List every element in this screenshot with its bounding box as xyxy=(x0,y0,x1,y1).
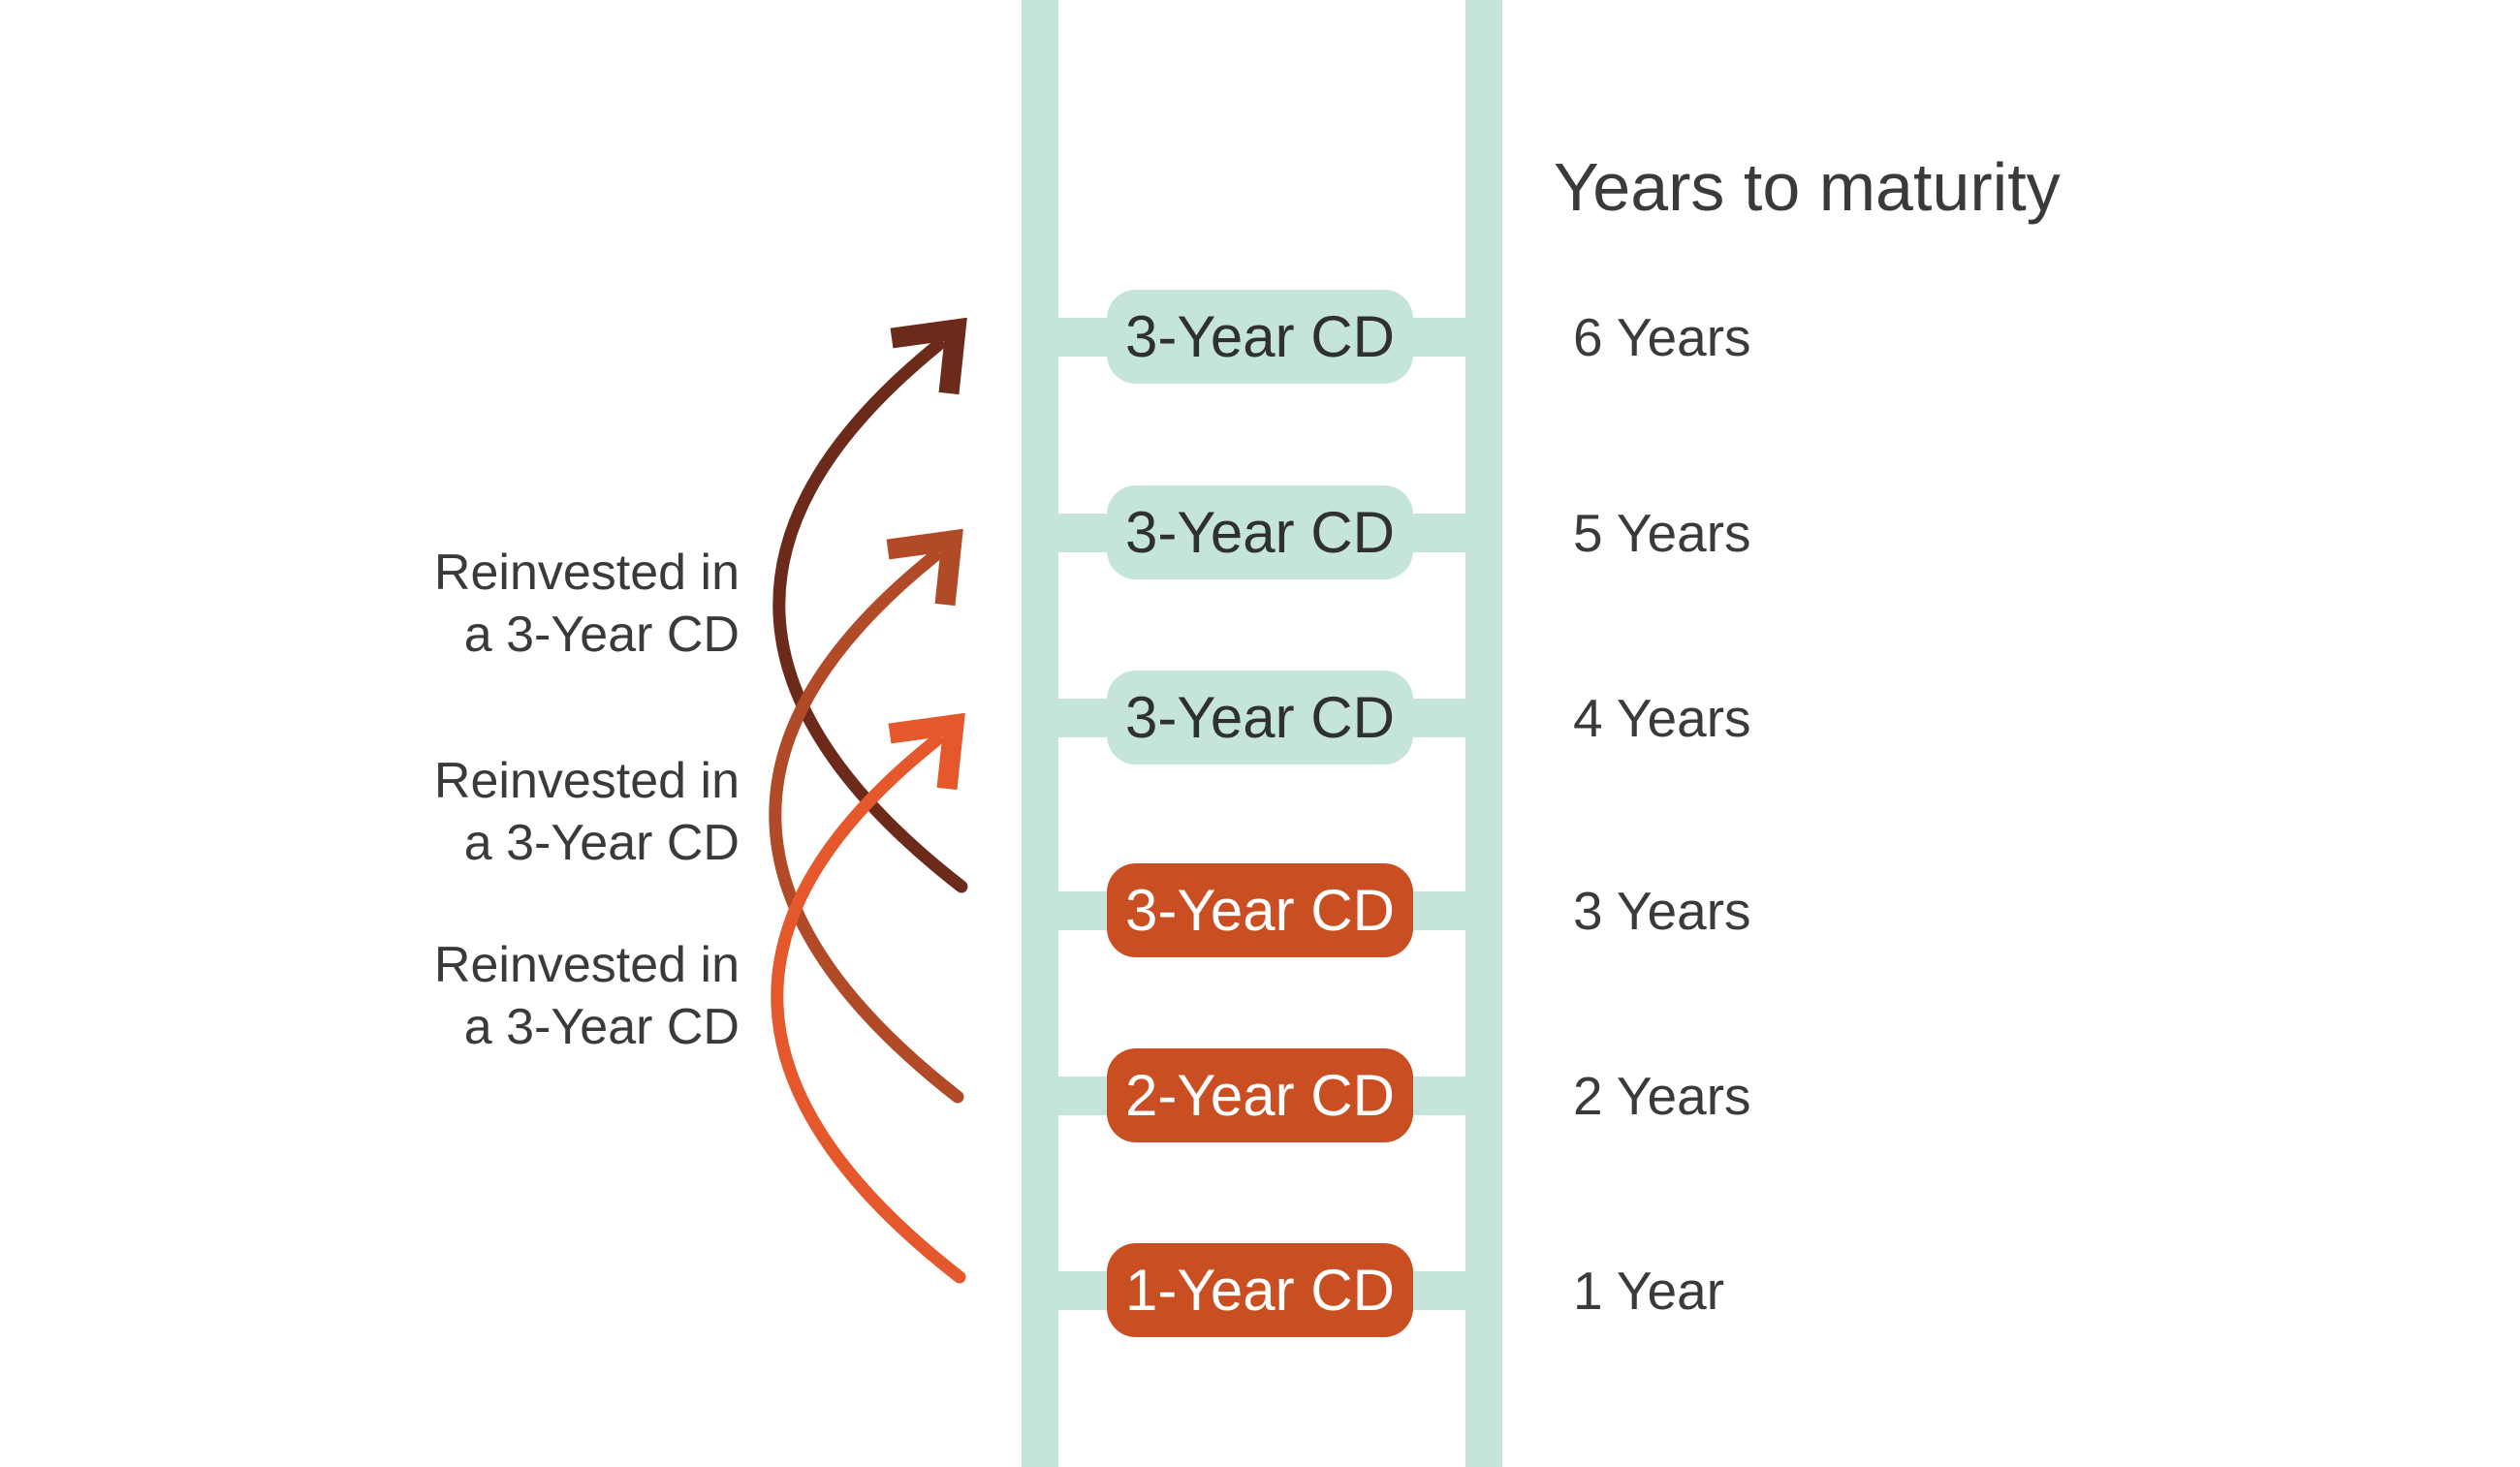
cd-pill-label: 3-Year CD xyxy=(1125,499,1395,565)
annotation-line: Reinvested in xyxy=(433,937,740,993)
ladder-left-rail xyxy=(1022,0,1058,1467)
cd-pill-label: 3-Year CD xyxy=(1125,303,1395,369)
arrow-3y-to-6y xyxy=(772,317,968,893)
cd-pill-4y: 3-Year CD xyxy=(1107,671,1413,765)
cd-pill-3y: 3-Year CD xyxy=(1107,863,1413,957)
maturity-label-3y: 3 Years xyxy=(1573,881,1751,941)
cd-pill-label: 3-Year CD xyxy=(1125,877,1395,943)
maturity-label-4y: 4 Years xyxy=(1573,688,1751,748)
cd-pill-6y: 3-Year CD xyxy=(1107,290,1413,384)
cd-pill-5y: 3-Year CD xyxy=(1107,485,1413,579)
maturity-label-1y: 1 Year xyxy=(1573,1261,1725,1321)
cd-pill-label: 1-Year CD xyxy=(1125,1257,1395,1323)
annotation-line: a 3-Year CD xyxy=(463,815,740,871)
cd-pill-2y: 2-Year CD xyxy=(1107,1048,1413,1142)
annotation-line: a 3-Year CD xyxy=(463,607,740,663)
annotation-line: a 3-Year CD xyxy=(463,999,740,1055)
reinvested-annotation-3: Reinvested in a 3-Year CD xyxy=(426,934,740,1058)
maturity-label-6y: 6 Years xyxy=(1573,307,1751,367)
reinvested-annotation-2: Reinvested in a 3-Year CD xyxy=(426,750,740,874)
cd-pill-label: 2-Year CD xyxy=(1125,1062,1395,1128)
arrow-2y-to-5y xyxy=(769,528,964,1104)
arrow-1y-to-4y xyxy=(771,712,966,1284)
years-to-maturity-title: Years to maturity xyxy=(1554,149,2061,225)
cd-pill-label: 3-Year CD xyxy=(1125,684,1395,750)
reinvested-annotation-1: Reinvested in a 3-Year CD xyxy=(426,542,740,666)
ladder-right-rail xyxy=(1465,0,1502,1467)
cd-pill-1y: 1-Year CD xyxy=(1107,1243,1413,1337)
maturity-label-5y: 5 Years xyxy=(1573,503,1751,563)
annotation-line: Reinvested in xyxy=(433,545,740,601)
annotation-line: Reinvested in xyxy=(433,753,740,809)
maturity-label-2y: 2 Years xyxy=(1573,1066,1751,1126)
